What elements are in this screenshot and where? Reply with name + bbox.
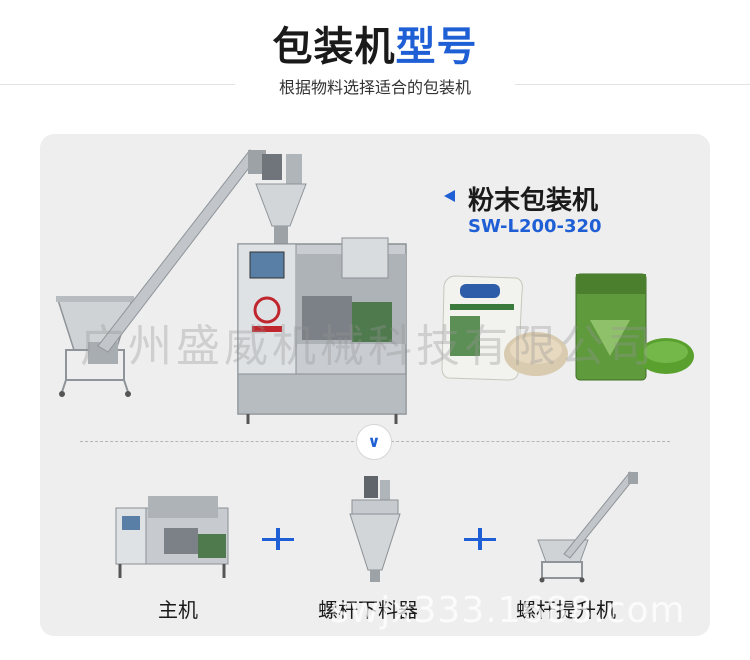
matcha-powder-bag-image bbox=[575, 273, 694, 381]
component-label-filler: 螺杆下料器 bbox=[318, 598, 418, 622]
title-part-blue: 型号 bbox=[395, 24, 478, 70]
site-watermark: swjx333.1688.com bbox=[330, 590, 686, 631]
chevron-down-icon[interactable]: ∨ bbox=[356, 424, 392, 460]
plus-icon bbox=[262, 528, 294, 550]
main-machine-image bbox=[115, 496, 229, 578]
pepper-powder-bag-image bbox=[441, 275, 568, 381]
page-title: 包装机型号 bbox=[0, 14, 750, 72]
product-name: 粉末包装机 bbox=[468, 186, 599, 216]
component-screw-filler bbox=[340, 472, 410, 584]
component-label-main: 主机 bbox=[158, 598, 198, 622]
subtitle-background bbox=[235, 72, 515, 98]
company-watermark: 广州盛威机械科技有限公司 bbox=[80, 321, 656, 372]
product-model: SW-L200-320 bbox=[468, 216, 602, 237]
plus-icon bbox=[464, 528, 496, 550]
triangle-left-icon bbox=[444, 190, 455, 202]
component-main-machine bbox=[108, 488, 238, 584]
screw-filler-image bbox=[349, 476, 401, 582]
title-part-black: 包装机 bbox=[272, 24, 396, 70]
component-label-conveyor: 螺杆提升机 bbox=[516, 598, 616, 622]
powder-packing-machine-image bbox=[56, 149, 407, 424]
screw-conveyor-image bbox=[537, 471, 638, 583]
page-subtitle: 根据物料选择适合的包装机 bbox=[278, 78, 471, 97]
component-screw-conveyor bbox=[532, 470, 644, 586]
